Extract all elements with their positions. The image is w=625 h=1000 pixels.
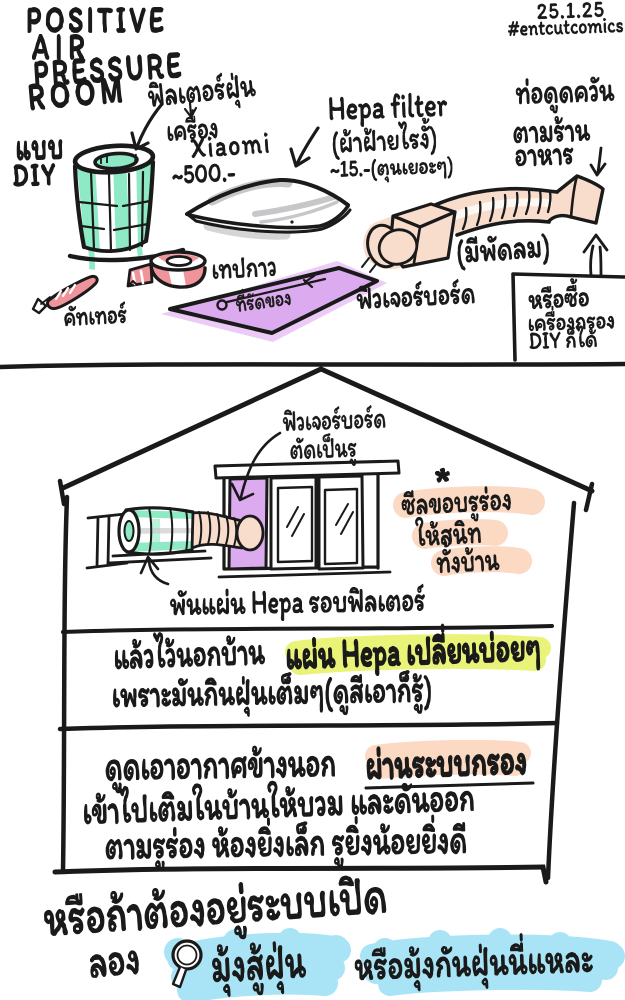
note-air-underline: [364, 781, 535, 790]
hepa-label-arrow: [289, 126, 320, 168]
footer-hl1: มุ้งสู้ฝุ่น: [210, 930, 313, 998]
panel-divider: [0, 361, 625, 370]
duct-label-down-arrow: [589, 146, 607, 177]
buy-box: [511, 272, 625, 362]
svg-text:DIY ก็ได้: DIY ก็ได้: [528, 322, 604, 356]
title-line-room: ROOM: [26, 67, 123, 120]
filter-stand: [85, 512, 129, 570]
svg-text:~15.-(ตุนเยอะๆ): ~15.-(ตุนเยอะๆ): [329, 151, 472, 184]
svg-text:ทั้งบ้าน: ทั้งบ้าน: [435, 534, 507, 581]
xiaomi-filter-drawing: [67, 143, 186, 270]
svg-text:ตัดเป็นรู: ตัดเป็นรู: [289, 428, 360, 467]
svg-text:เทปกาว: เทปกาว: [211, 248, 287, 287]
wrap-label: พันแผ่น Hepa รอบฟิลเตอร์: [169, 579, 451, 625]
xiaomi-label-arrow: [130, 102, 164, 151]
svg-text:(มีพัดลม): (มีพัดลม): [455, 225, 558, 272]
svg-text:อาหาร: อาหาร: [514, 132, 585, 175]
svg-text:พันแผ่น Hepa รอบฟิลเตอร์: พันแผ่น Hepa รอบฟิลเตอร์: [169, 579, 451, 625]
hepa-bag-drawing: [185, 177, 352, 240]
window-pane-1: [269, 475, 318, 571]
svg-text:ท่อดูดควัน: ท่อดูดควัน: [515, 69, 624, 113]
xiaomi-small-down-arrow: [183, 101, 198, 119]
svg-text:คัทเทอร์: คัทเทอร์: [63, 296, 134, 333]
house-tube-end: [235, 514, 265, 552]
svg-text:#entcutcomics: #entcutcomics: [507, 10, 625, 41]
tape-label: เทปกาว: [211, 248, 287, 287]
window-drawing: [213, 459, 401, 579]
svg-text:ROOM: ROOM: [26, 67, 117, 120]
board-cut-arrow: [230, 431, 282, 502]
house-divider-1: [61, 624, 554, 634]
seal-note-3: ทั้งบ้าน: [435, 534, 507, 581]
window-pane-2: [317, 474, 365, 571]
buy-box-arrow: [582, 233, 609, 277]
buy-box-line3: DIY ก็ได้: [528, 322, 604, 356]
wrap-label-arrow: [139, 555, 170, 586]
house-cylinder: [117, 506, 195, 556]
smoke-duct-drawing: [361, 174, 605, 273]
magnifier-icon: [171, 939, 203, 989]
xiaomi-filter-price: ~500.-: [171, 154, 248, 192]
house-outline: [52, 366, 595, 885]
diy-tag-line2: DIY: [12, 155, 57, 194]
house-divider-2: [57, 720, 560, 732]
svg-text:ลอง: ลอง: [85, 927, 148, 990]
future-board-label: ฟิวเจอร์บอร์ด: [355, 272, 489, 317]
duct-label-3: อาหาร: [514, 132, 585, 175]
board-cut-label-2: ตัดเป็นรู: [289, 428, 360, 467]
cutter-drawing: [31, 275, 99, 315]
house-bottom: [52, 864, 549, 885]
tape-roll-drawing: [126, 250, 207, 289]
footer-try: ลอง: [85, 927, 148, 990]
svg-text:DIY: DIY: [12, 155, 54, 194]
duct-label-1: ท่อดูดควัน: [515, 69, 624, 114]
svg-text:หรือมุ้งกันฝุ่นนี่แหละ: หรือมุ้งกันฝุ่นนี่แหละ: [353, 926, 614, 992]
house-filter-drawing: [85, 506, 265, 570]
cutter-label: คัทเทอร์: [63, 296, 134, 333]
svg-text:เพราะมันกินฝุ่นเต็มๆ(ดูสีเอาก็: เพราะมันกินฝุ่นเต็มๆ(ดูสีเอาก็รู้): [111, 664, 460, 717]
hepa-price: ~15.-(ตุนเยอะๆ): [329, 151, 472, 184]
fan-note: (มีพัดลม): [455, 225, 558, 272]
svg-text:~500.-: ~500.-: [171, 154, 248, 192]
svg-text:ฟิวเจอร์บอร์ด: ฟิวเจอร์บอร์ด: [355, 272, 489, 317]
note-outside-2: เพราะมันกินฝุ่นเต็มๆ(ดูสีเอาก็รู้): [111, 664, 460, 717]
hashtag: #entcutcomics: [507, 10, 625, 41]
svg-text:มุ้งสู้ฝุ่น: มุ้งสู้ฝุ่น: [210, 930, 313, 996]
filter-shelf: [106, 549, 213, 565]
